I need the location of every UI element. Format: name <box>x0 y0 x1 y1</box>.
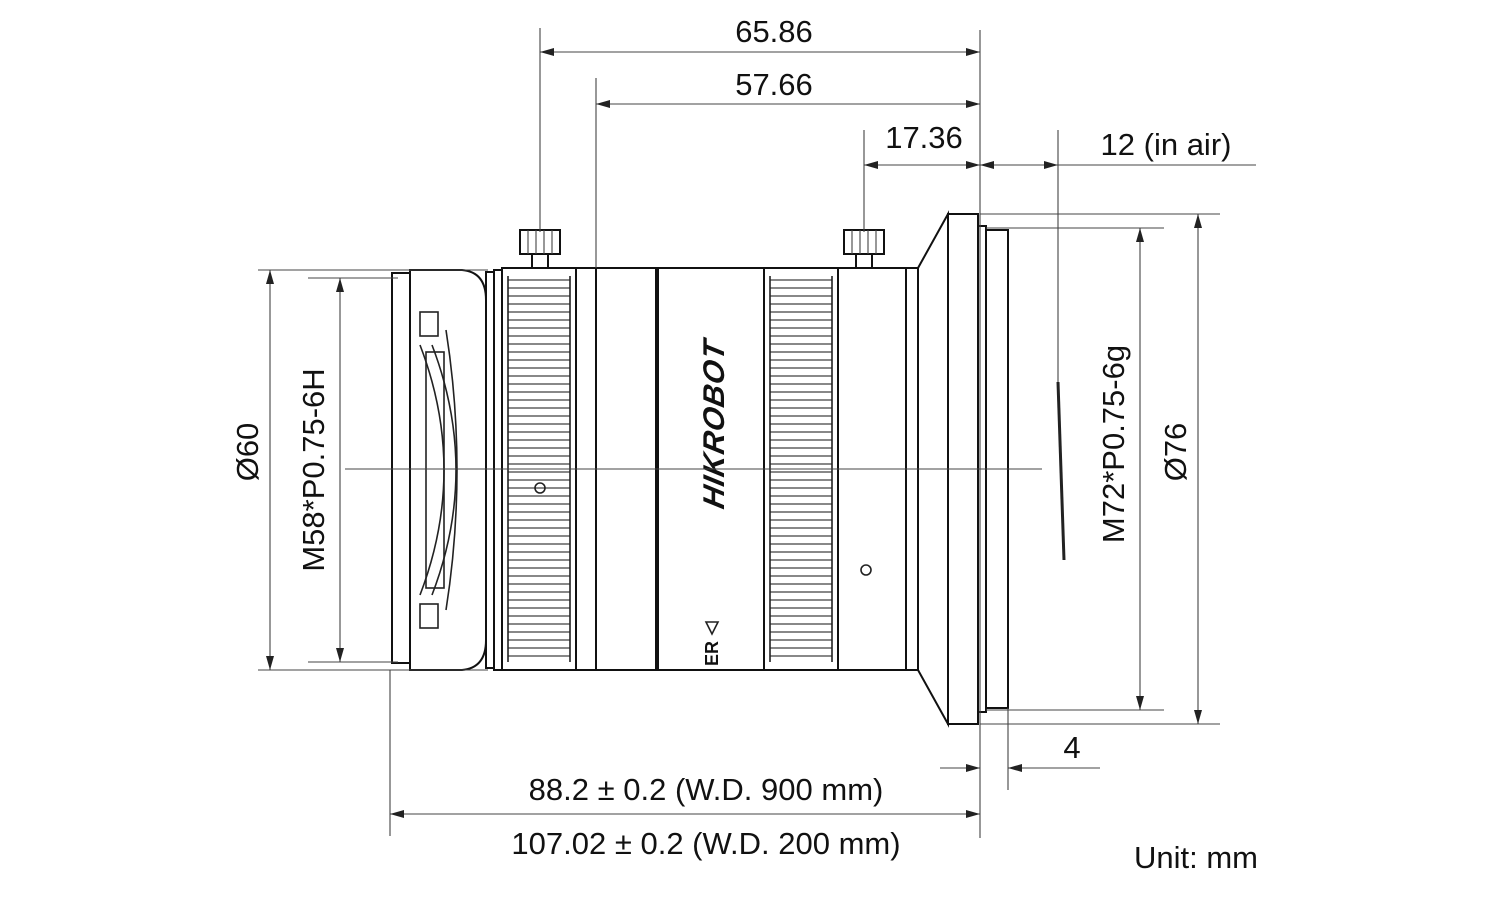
dim-front-thread: M58*P0.75-6H <box>296 368 331 571</box>
brand-logo: HIKROBOT <box>698 335 731 511</box>
dim-flange-back: 12 (in air) <box>1101 127 1232 162</box>
dim-length-near: 107.02 ± 0.2 (W.D. 200 mm) <box>511 826 900 861</box>
unit-label: Unit: mm <box>1134 840 1258 875</box>
front-lock-screw <box>519 229 561 269</box>
dimension-lines <box>266 48 1256 818</box>
dim-top-total: 65.86 <box>735 14 813 49</box>
lock-hole <box>860 564 872 576</box>
dim-diameter-front: Ø60 <box>230 423 265 482</box>
dim-length-far: 88.2 ± 0.2 (W.D. 900 mm) <box>529 772 884 807</box>
dim-rear-thread: M72*P0.75-6g <box>1096 345 1131 543</box>
dim-top-mid: 57.66 <box>735 67 813 102</box>
lock-hole <box>534 482 546 494</box>
dim-top-short: 17.36 <box>885 120 963 155</box>
dim-thread-length: 4 <box>1063 730 1080 765</box>
ring-mark: ER <box>702 641 722 666</box>
ring-mark-triangle-icon <box>704 621 720 636</box>
extension-lines <box>258 28 1220 838</box>
focus-ring-knurl <box>507 276 571 662</box>
rear-lock-screw <box>843 229 885 269</box>
dim-diameter-rear: Ø76 <box>1158 423 1193 482</box>
